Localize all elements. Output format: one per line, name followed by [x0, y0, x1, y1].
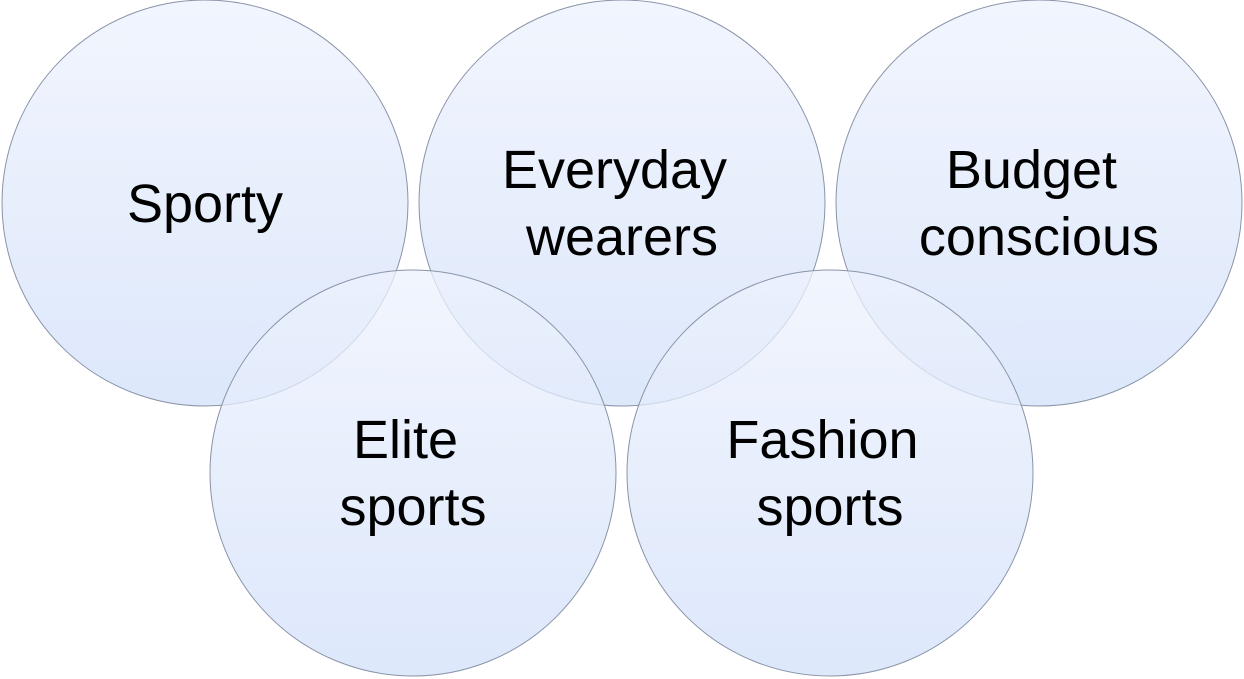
label-fashion-sports-line-1: Fashion [726, 410, 918, 470]
label-elite-sports: Elite sports [339, 410, 486, 537]
label-everyday-wearers-line-1: Everyday [502, 140, 727, 200]
label-elite-sports-line-1: Elite [353, 410, 458, 470]
label-sporty-line-1: Sporty [127, 174, 283, 234]
label-budget-conscious-line-1: Budget [946, 140, 1117, 200]
segment-fashion-sports: Fashion sports [626, 269, 1034, 677]
label-fashion-sports-line-2: sports [756, 477, 903, 537]
circle-fashion-sports [626, 269, 1034, 677]
label-sporty: Sporty [127, 174, 283, 234]
segment-elite-sports: Elite sports [209, 269, 617, 677]
circle-elite-sports [209, 269, 617, 677]
label-budget-conscious-line-2: conscious [919, 207, 1159, 267]
label-budget-conscious: Budget conscious [919, 140, 1159, 267]
label-everyday-wearers-line-2: wearers [525, 207, 718, 267]
label-elite-sports-line-2: sports [339, 477, 486, 537]
label-fashion-sports: Fashion sports [726, 410, 933, 537]
label-everyday-wearers: Everyday wearers [502, 140, 742, 267]
